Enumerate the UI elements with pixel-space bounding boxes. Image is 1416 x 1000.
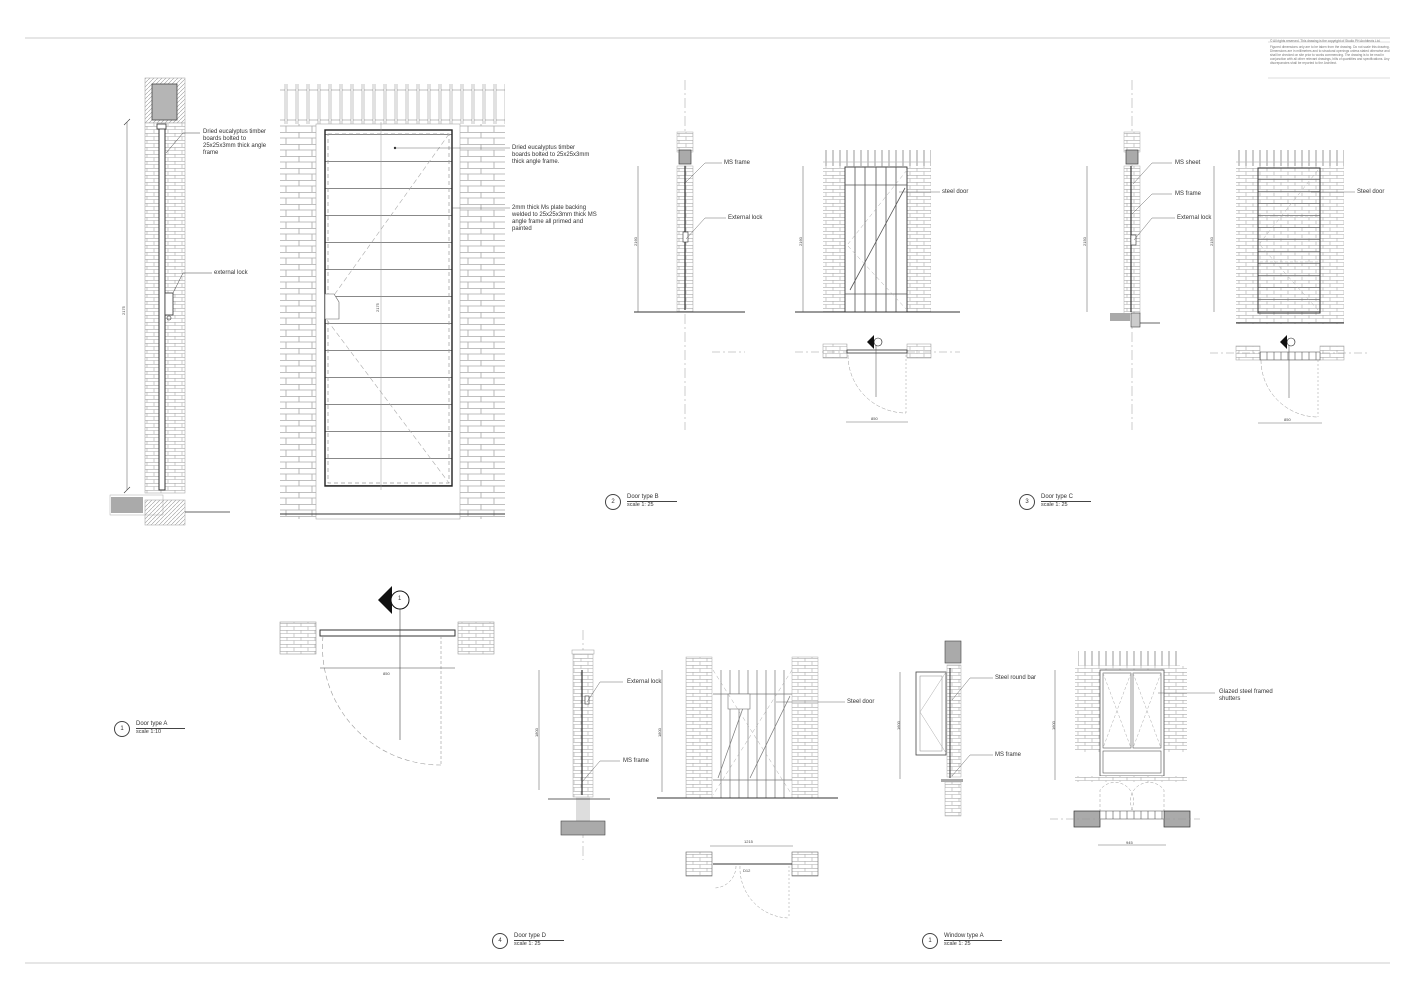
label-boards-section: Dried eucalyptus timber boards bolted to…	[203, 129, 267, 156]
label-ms-frame: MS frame	[724, 160, 751, 166]
label-ms-frame: MS frame	[623, 758, 650, 764]
drawing-title: Door type A	[136, 721, 186, 729]
drawing-title: Window type A	[944, 933, 1002, 941]
drawing-scale: scale 1:10	[136, 729, 162, 735]
label-external-lock: External lock	[728, 215, 763, 221]
label-steel-door: steel door	[942, 189, 969, 195]
window-a-plan	[1050, 782, 1200, 846]
label-external-lock: External lock	[1177, 215, 1212, 221]
drawing-scale: scale 1: 25	[1041, 502, 1068, 508]
label-plate-backing: 2mm thick Ms plate backing welded to 25x…	[512, 205, 597, 232]
label-ms-sheet: MS sheet	[1175, 160, 1201, 166]
dim-height-section: 1600	[896, 721, 901, 730]
drawing-title: Door type B	[627, 494, 677, 502]
dim-height-elevation: 2150	[1209, 237, 1214, 246]
drawing-scale: scale 1: 25	[944, 941, 971, 947]
dim-height-section: 2160	[633, 237, 638, 246]
dim-width: 850	[871, 416, 878, 421]
label-ms-frame: MS frame	[995, 752, 1022, 758]
drawing-scale: scale 1: 25	[627, 502, 654, 508]
dim-width: 945	[1126, 840, 1133, 845]
dim-width: 850	[383, 671, 390, 676]
door-a-elevation	[280, 84, 510, 520]
drawing-number: 2	[605, 494, 621, 510]
drawing-number: 3	[1019, 494, 1035, 510]
dim-height-elevation: 1800	[657, 728, 662, 737]
label-ms-frame: MS frame	[1175, 191, 1202, 197]
door-a-section	[109, 77, 230, 526]
dim-height-elevation: 2160	[798, 237, 803, 246]
label-external-lock: External lock	[627, 679, 662, 685]
label-external-lock: external lock	[214, 270, 248, 276]
window-a-section	[899, 640, 993, 817]
copyright-note: © All rights reserved. This drawing is t…	[1270, 39, 1381, 43]
drawing-title: Door type C	[1041, 494, 1092, 502]
label-glazed-shutters: Glazed steel framed shutters	[1219, 689, 1273, 702]
door-d-section	[538, 630, 623, 860]
label-steel-door: Steel door	[1357, 189, 1385, 195]
dim-height-elevation: 2175	[375, 303, 380, 312]
plan-tag: D12	[743, 868, 751, 873]
general-note: Figured dimensions only are to be taken …	[1270, 45, 1390, 65]
dim-height-section: 2150	[1082, 237, 1087, 246]
dim-height-elevation: 1600	[1051, 721, 1056, 730]
door-b-plan	[795, 335, 960, 423]
drawing-title: Door type D	[514, 933, 565, 941]
drawing-number: 1	[114, 721, 130, 737]
dim-width: 1215	[744, 839, 753, 844]
window-a-elevation	[1054, 651, 1215, 782]
door-a-plan	[279, 586, 495, 766]
dim-height-section: 2175	[121, 306, 126, 315]
label-steel-round-bar: Steel round bar	[995, 675, 1037, 681]
door-b-elevation	[795, 150, 960, 313]
drawing-scale: scale 1: 25	[514, 941, 541, 947]
drawing-number: 4	[492, 933, 508, 949]
section-marker-number: 1	[398, 596, 402, 602]
label-boards-elevation: Dried eucalyptus timber boards bolted to…	[512, 145, 590, 165]
label-steel-door: Steel door	[847, 699, 875, 705]
section-marker-icon	[378, 586, 392, 614]
drawing-number: 1	[922, 933, 938, 949]
door-b-section	[634, 80, 745, 430]
dim-height-section: 1800	[534, 728, 539, 737]
door-d-elevation	[657, 656, 845, 799]
door-c-elevation	[1213, 150, 1355, 324]
door-d-plan	[685, 845, 819, 919]
door-c-section	[1086, 80, 1175, 430]
dim-width: 850	[1284, 417, 1291, 422]
door-c-plan	[1210, 335, 1370, 424]
